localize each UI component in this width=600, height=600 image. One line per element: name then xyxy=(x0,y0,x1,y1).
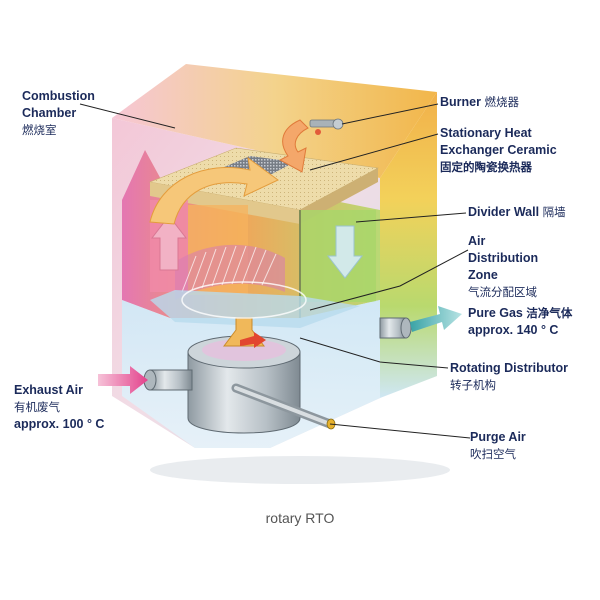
label-rotating-distributor: Rotating Distributor xyxy=(450,361,569,375)
label-exhaust-air-temp: approx. 100 ° C xyxy=(14,417,105,431)
distribution-plate xyxy=(150,290,360,328)
ground-shadow xyxy=(150,456,450,484)
label-air-distribution-3: Zone xyxy=(468,268,498,282)
label-divider-wall: Divider Wall 隔墙 xyxy=(468,205,566,220)
outlet-arrow-icon xyxy=(410,306,462,332)
label-heat-exchanger-2: Exchanger Ceramic xyxy=(440,143,557,157)
label-exhaust-air-zh: 有机废气 xyxy=(14,400,60,414)
top-face xyxy=(112,64,437,178)
figure-caption: rotary RTO xyxy=(265,510,335,526)
label-rotating-distributor-zh: 转子机构 xyxy=(450,378,496,392)
label-heat-exchanger-zh: 固定的陶瓷换热器 xyxy=(440,160,532,174)
up-arrow-icon xyxy=(150,215,188,271)
label-divider-wall-zh: 隔墙 xyxy=(542,205,566,219)
label-combustion-chamber-1: Combustion xyxy=(22,89,95,103)
label-burner-zh: 燃烧器 xyxy=(484,95,519,109)
label-air-distribution-1: Air xyxy=(468,234,486,248)
label-combustion-chamber-zh: 燃烧室 xyxy=(22,123,57,137)
label-purge-air: Purge Air xyxy=(470,430,526,444)
label-burner-en: Burner xyxy=(440,95,481,109)
label-air-distribution-zh: 气流分配区域 xyxy=(468,285,537,299)
label-combustion-chamber-2: Chamber xyxy=(22,106,77,120)
inlet-arrow-icon xyxy=(98,366,148,394)
down-arrow-icon xyxy=(326,225,364,279)
hatch-lines xyxy=(181,245,277,293)
leader-lines xyxy=(79,103,471,439)
label-purge-air-zh: 吹扫空气 xyxy=(470,447,516,461)
label-divider-wall-en: Divider Wall xyxy=(468,205,540,219)
label-heat-exchanger-1: Stationary Heat xyxy=(440,126,532,140)
exhaust-inlet-pipe xyxy=(143,369,193,391)
label-pure-gas-en: Pure Gas xyxy=(468,306,523,320)
label-pure-gas: Pure Gas 洁净气体 xyxy=(468,306,572,321)
purge-pipe xyxy=(231,383,336,430)
label-pure-gas-temp: approx. 140 ° C xyxy=(468,323,559,337)
curved-flow-arrow-icon xyxy=(149,156,279,225)
burner-flame-arrow-icon xyxy=(278,119,309,173)
pure-gas-outlet-pipe xyxy=(379,317,412,339)
label-burner: Burner 燃烧器 xyxy=(440,95,519,110)
label-pure-gas-zh: 洁净气体 xyxy=(526,306,573,320)
label-exhaust-air: Exhaust Air xyxy=(14,383,84,397)
burner-icon xyxy=(309,118,344,135)
distributor-arrow-icon xyxy=(240,332,266,348)
label-air-distribution-2: Distribution xyxy=(468,251,539,265)
